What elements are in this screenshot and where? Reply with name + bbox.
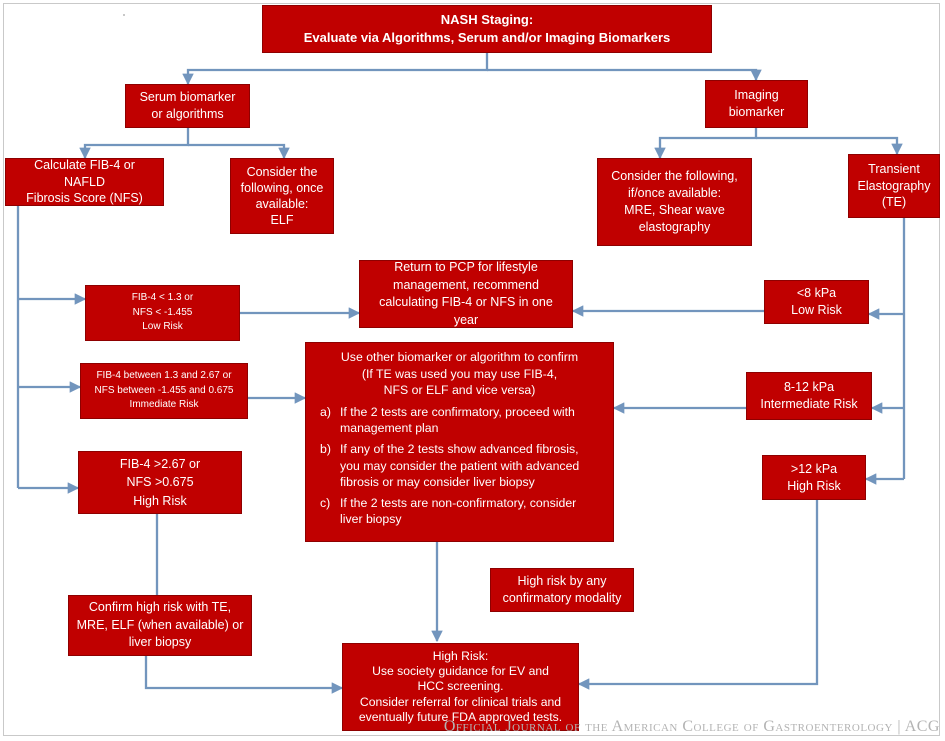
te-box: Transient Elastography (TE) bbox=[848, 154, 940, 218]
confirm-list-item-c: c) If the 2 tests are non-confirmatory, … bbox=[320, 495, 599, 528]
confirm-item-c-marker: c) bbox=[320, 495, 331, 510]
confirm-list-item-b: b) If any of the 2 tests show advanced f… bbox=[320, 441, 599, 491]
confirm-high-line-1: Confirm high risk with TE, bbox=[88, 600, 232, 615]
confirm-box: Use other biomarker or algorithm to conf… bbox=[305, 342, 614, 542]
kpa812-line-1: 8-12 kPa bbox=[783, 380, 835, 395]
staging-line-2: Evaluate via Algorithms, Serum and/or Im… bbox=[303, 30, 671, 45]
high-any-line-1: High risk by any bbox=[517, 574, 607, 589]
staging-box: NASH Staging: Evaluate via Algorithms, S… bbox=[262, 5, 712, 53]
high-final-box: High Risk: Use society guidance for EV a… bbox=[342, 643, 579, 731]
return-pcp-line-1: Return to PCP for lifestyle bbox=[394, 260, 538, 274]
high-final-line-5: eventually future FDA approved tests. bbox=[358, 709, 563, 724]
high-fib-line-3: High Risk bbox=[133, 493, 187, 508]
arrow-staging-serum bbox=[182, 53, 489, 86]
imaging-line-2: biomarker bbox=[728, 105, 785, 119]
low-fib-line-2: NFS < -1.455 bbox=[132, 306, 193, 318]
high-final-line-3: HCC screening. bbox=[417, 679, 504, 694]
fib4-calc-line-2: Fibrosis Score (NFS) bbox=[26, 191, 143, 206]
low-fib-line-1: FIB-4 < 1.3 or bbox=[131, 292, 194, 304]
confirm-high-line-3: liver biopsy bbox=[128, 635, 192, 650]
confirm-item-a-text: If the 2 tests are confirmatory, proceed… bbox=[340, 404, 575, 436]
te-line-1: Transient bbox=[868, 161, 920, 176]
confirm-item-a-marker: a) bbox=[320, 404, 331, 419]
confirm-heading: Use other biomarker or algorithm to conf… bbox=[340, 350, 579, 364]
arrow-staging-imaging bbox=[487, 68, 762, 82]
confirm-high-box: Confirm high risk with TE, MRE, ELF (whe… bbox=[68, 595, 252, 656]
return-pcp-line-3: calculating FIB-4 or NFS in one year bbox=[379, 295, 553, 327]
consider-elf-line-4: ELF bbox=[270, 213, 294, 228]
arrow-confirmhigh-final bbox=[144, 656, 344, 694]
journal-watermark: Official Journal of the American College… bbox=[443, 718, 940, 735]
arrow-serum-elf bbox=[188, 143, 290, 160]
kpa812-box: 8-12 kPa Intermediate Risk bbox=[746, 372, 872, 420]
kpa8-line-1: <8 kPa bbox=[796, 286, 837, 301]
high-final-line-1: High Risk: bbox=[432, 648, 489, 663]
fib4-calc-line-1: Calculate FIB-4 or NAFLD bbox=[34, 157, 135, 189]
consider-mre-line-4: elastography bbox=[638, 219, 711, 234]
fib4-calc-box: Calculate FIB-4 or NAFLD Fibrosis Score … bbox=[5, 158, 164, 206]
high-fib-line-1: FIB-4 >2.67 or bbox=[119, 457, 201, 472]
consider-elf-line-3: available: bbox=[255, 197, 309, 211]
serum-box: Serum biomarker or algorithms bbox=[125, 84, 250, 128]
return-pcp-box: Return to PCP for lifestyle management, … bbox=[359, 260, 573, 328]
kpa8-box: <8 kPa Low Risk bbox=[764, 280, 869, 324]
confirm-list: a) If the 2 tests are confirmatory, proc… bbox=[320, 404, 599, 532]
imaging-box: Imaging biomarker bbox=[705, 80, 808, 128]
kpa812-line-2: Intermediate Risk bbox=[760, 397, 858, 411]
arrow-kpa12-final bbox=[577, 500, 819, 690]
consider-elf-box: Consider the following, once available: … bbox=[230, 158, 334, 234]
confirm-high-line-2: MRE, ELF (when available) or bbox=[76, 617, 244, 632]
consider-mre-line-3: MRE, Shear wave bbox=[624, 203, 725, 217]
confirm-item-b-text: If any of the 2 tests show advanced fibr… bbox=[340, 441, 580, 490]
mid-fib-line-1: FIB-4 between 1.3 and 2.67 or bbox=[96, 370, 232, 382]
high-final-line-4: Consider referral for clinical trials an… bbox=[359, 694, 562, 709]
serum-line-1: Serum biomarker bbox=[139, 90, 236, 105]
figure-frame bbox=[3, 3, 940, 736]
high-final-line-2: Use society guidance for EV and bbox=[372, 664, 549, 679]
arrow-serum-fib4 bbox=[79, 128, 190, 160]
staging-line-1: NASH Staging: bbox=[440, 12, 534, 28]
mid-fib-line-2: NFS between -1.455 and 0.675 bbox=[94, 384, 234, 396]
serum-line-2: or algorithms bbox=[151, 107, 224, 121]
kpa12-box: >12 kPa High Risk bbox=[762, 455, 866, 500]
arrow-imaging-te bbox=[756, 136, 903, 156]
high-fib-line-2: NFS >0.675 bbox=[126, 475, 194, 490]
arrow-imaging-mre bbox=[654, 128, 758, 160]
kpa12-line-2: High Risk bbox=[787, 478, 841, 493]
imaging-line-1: Imaging bbox=[734, 88, 779, 103]
image-speck bbox=[123, 14, 125, 16]
low-fib-line-3: Low Risk bbox=[142, 321, 183, 333]
mid-fib-line-3: Immediate Risk bbox=[129, 399, 199, 411]
confirm-subheading-line-2: NFS or ELF and vice versa) bbox=[383, 383, 536, 398]
mid-fib-box: FIB-4 between 1.3 and 2.67 or NFS betwee… bbox=[80, 363, 248, 419]
consider-mre-line-1: Consider the following, bbox=[611, 169, 738, 184]
confirm-subheading-line-1: (If TE was used you may use FIB-4, bbox=[361, 366, 558, 381]
consider-mre-line-2: if/once available: bbox=[627, 186, 722, 201]
return-pcp-line-2: management, recommend bbox=[393, 277, 539, 292]
confirm-item-b-marker: b) bbox=[320, 441, 331, 456]
kpa8-line-2: Low Risk bbox=[791, 303, 842, 317]
confirm-item-c-text: If the 2 tests are non-confirmatory, con… bbox=[340, 495, 577, 527]
confirm-list-item-a: a) If the 2 tests are confirmatory, proc… bbox=[320, 404, 599, 437]
high-any-box: High risk by any confirmatory modality bbox=[490, 568, 634, 612]
high-fib-box: FIB-4 >2.67 or NFS >0.675 High Risk bbox=[78, 451, 242, 514]
te-line-3: (TE) bbox=[881, 195, 907, 210]
low-fib-box: FIB-4 < 1.3 or NFS < -1.455 Low Risk bbox=[85, 285, 240, 341]
consider-elf-line-1: Consider the bbox=[246, 164, 318, 179]
kpa12-line-1: >12 kPa bbox=[790, 461, 838, 476]
high-any-line-2: confirmatory modality bbox=[502, 591, 622, 605]
te-line-2: Elastography bbox=[857, 178, 931, 193]
consider-elf-line-2: following, once bbox=[240, 180, 324, 195]
consider-mre-box: Consider the following, if/once availabl… bbox=[597, 158, 752, 246]
